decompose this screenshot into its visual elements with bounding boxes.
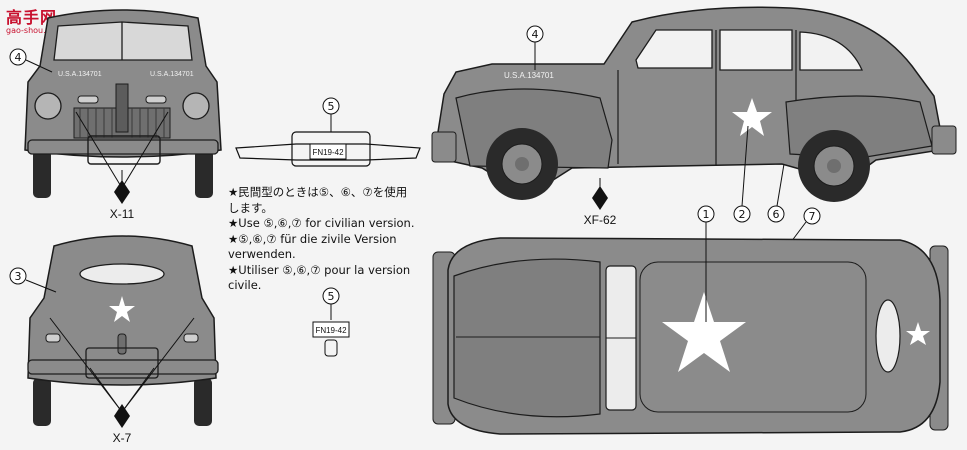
callout-rear-3-label: 3	[15, 270, 22, 283]
front-marking-left: U.S.A.134701	[58, 71, 102, 78]
callout-side-7	[803, 207, 821, 225]
top-roof	[639, 261, 867, 413]
callout-side-6-label: 6	[773, 208, 780, 221]
rear-right-lamp	[183, 333, 199, 343]
plate-bottom-view: 5 FN19-42	[312, 287, 350, 357]
callout-side-2	[733, 205, 751, 223]
rear-view: 3 X-7	[9, 235, 219, 445]
front-marking-right: U.S.A.134701	[150, 71, 194, 78]
part-code-side: XF-62	[584, 213, 617, 227]
side-marking: U.S.A.134701	[504, 71, 554, 80]
rear-window	[79, 263, 165, 285]
note-line-fr-1: ★Utiliser ⑤,⑥,⑦ pour la version	[228, 262, 411, 277]
callout-front-4	[9, 48, 27, 66]
paint-pointer-side	[592, 186, 608, 210]
front-left-headlight	[34, 92, 62, 120]
rear-star	[109, 296, 135, 322]
top-star-large	[662, 292, 746, 372]
callout-plate-bottom-5-label: 5	[328, 290, 335, 303]
side-rear-bumper	[931, 125, 957, 155]
watermark-url: gao-shou.com	[6, 26, 63, 35]
rear-bumper	[27, 359, 219, 375]
callout-top-1-label: 1	[703, 208, 710, 221]
front-right-tire	[195, 150, 213, 198]
front-right-park-light	[145, 95, 167, 104]
part-code-front: X-11	[110, 207, 135, 221]
note-line-fr-2: civile.	[228, 278, 262, 292]
paint-pointer-rear	[114, 404, 130, 428]
plate-bottom-text: FN19-42	[315, 326, 347, 335]
rear-handle	[117, 333, 127, 355]
front-view: U.S.A.134701 U.S.A.134701 4 X-11	[9, 9, 222, 221]
front-center-grille	[115, 83, 129, 133]
front-bumper	[27, 139, 219, 155]
callout-plate-top-5-label: 5	[328, 100, 335, 113]
front-windshield	[53, 21, 193, 61]
paint-pointer-front	[114, 180, 130, 204]
plate-top-text: FN19-42	[312, 148, 344, 157]
rear-right-tire	[194, 378, 212, 426]
top-star-small	[906, 322, 930, 345]
side-window-middle	[719, 29, 793, 71]
plate-top-view: 5 FN19-42	[235, 97, 421, 167]
watermark-logo: 高手网 gao-shou.com	[6, 4, 72, 36]
plate-bottom	[312, 321, 350, 338]
callout-side-2-label: 2	[739, 208, 746, 221]
note-line-ja-2: します。	[228, 200, 273, 215]
side-front-bumper	[431, 131, 457, 163]
front-left-tire	[33, 150, 51, 198]
note-line-en: ★Use ⑤,⑥,⑦ for civilian version.	[228, 216, 415, 230]
watermark-chinese: 高手网	[6, 8, 58, 27]
civilian-version-notes: ★民間型のときは⑤、⑥、⑦を使用 します。 ★Use ⑤,⑥,⑦ for civ…	[228, 185, 438, 294]
note-line-de-1: ★⑤,⑥,⑦ für die zivile Version	[228, 231, 397, 246]
top-hood	[453, 258, 601, 418]
side-view: U.S.A.134701 4 2 6 7 XF-62	[431, 6, 957, 247]
callout-side-7-label: 7	[809, 210, 816, 223]
front-bumper-guard	[87, 135, 161, 165]
part-code-rear: X-7	[113, 431, 132, 445]
callout-rear-3	[9, 267, 27, 285]
callout-side-4-label: 4	[532, 28, 539, 41]
rear-left-tire	[33, 378, 51, 426]
callout-side-6	[767, 205, 785, 223]
top-rear-window	[875, 299, 901, 373]
plate-top	[309, 143, 347, 160]
top-view: 1	[432, 205, 949, 435]
side-star	[732, 98, 772, 136]
note-line-ja-1: ★民間型のときは⑤、⑥、⑦を使用	[228, 185, 408, 199]
front-left-park-light	[77, 95, 99, 104]
front-right-headlight	[182, 92, 210, 120]
note-line-de-2: verwenden.	[228, 247, 296, 261]
callout-front-4-label: 4	[15, 51, 22, 64]
side-window-front	[635, 29, 713, 69]
side-window-rear	[799, 31, 864, 71]
rear-left-lamp	[45, 333, 61, 343]
